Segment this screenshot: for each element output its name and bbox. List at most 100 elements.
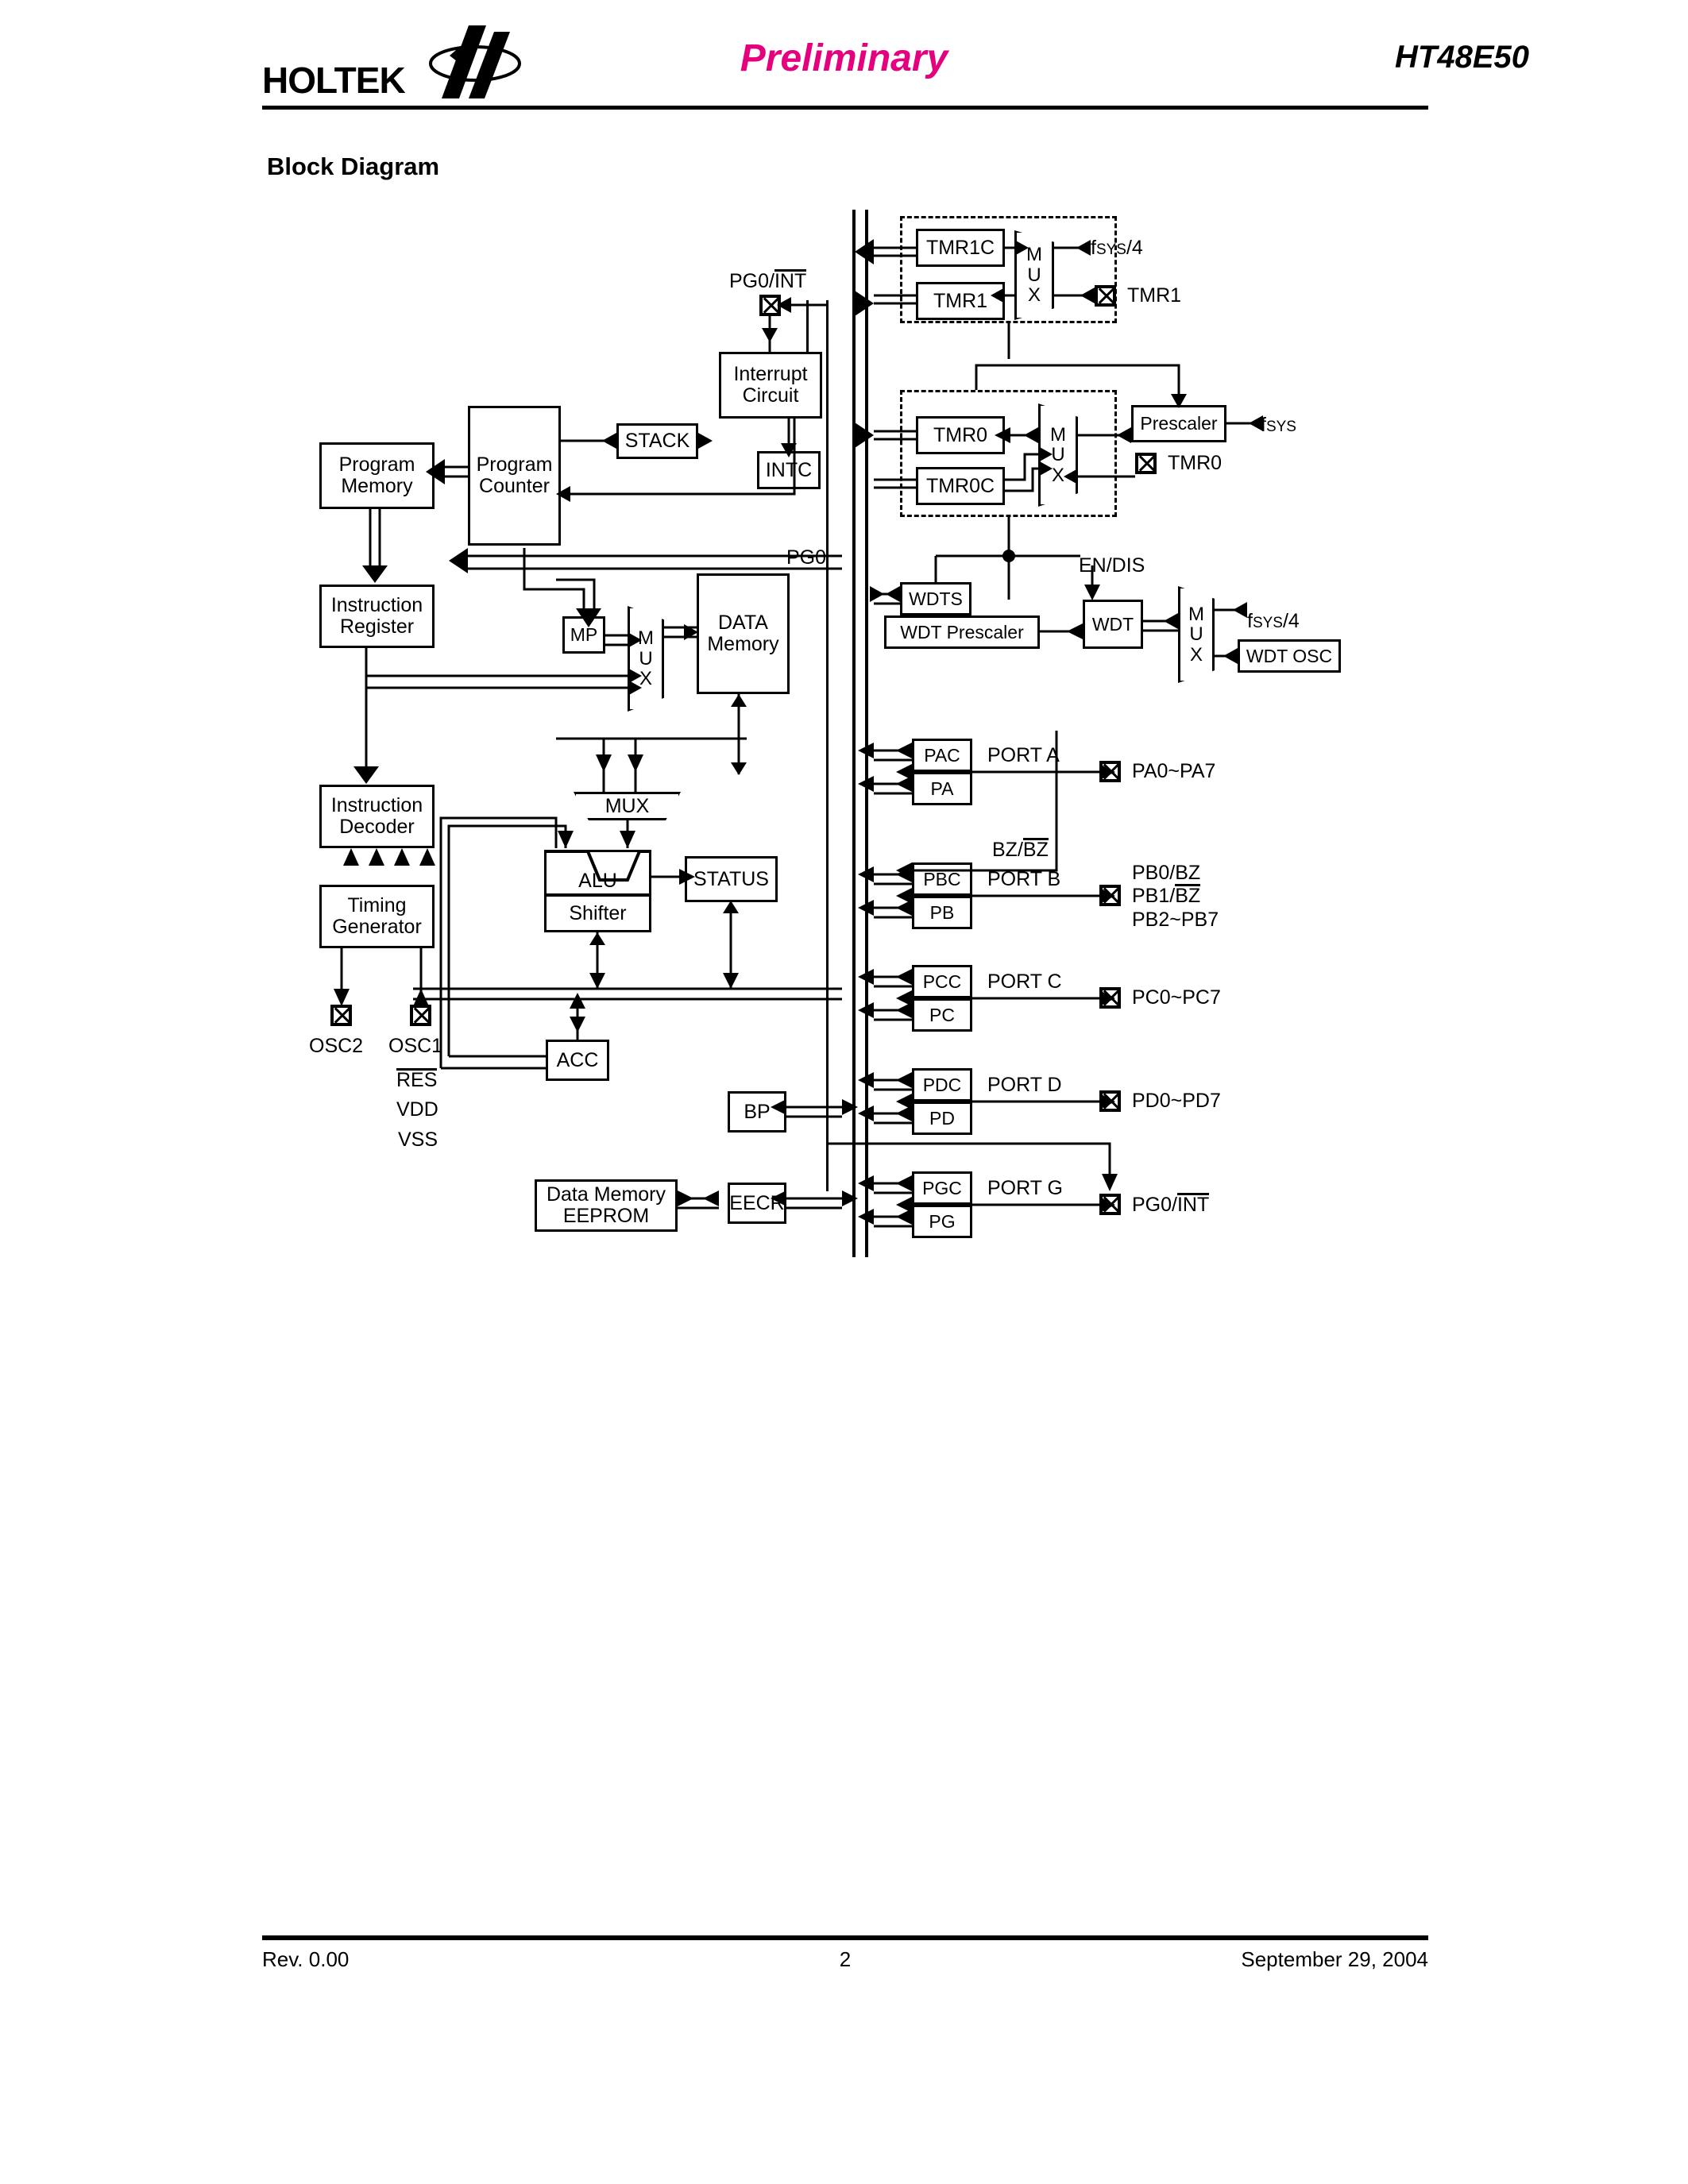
- label-pb-pin1: PB1/BZ: [1132, 884, 1201, 907]
- label-osc1: OSC1: [388, 1035, 443, 1057]
- label-vdd: VDD: [396, 1098, 438, 1121]
- page-footer: Rev. 0.00 2 September 29, 2004: [262, 1947, 1428, 1979]
- block-eecr: EECR: [728, 1183, 786, 1224]
- block-status: STATUS: [685, 856, 778, 902]
- block-pd: PD: [912, 1102, 972, 1135]
- pin-port-g: [1099, 1194, 1121, 1215]
- pin-osc2: [330, 1005, 352, 1026]
- block-acc: ACC: [546, 1040, 609, 1081]
- en-dis-junction: [1002, 550, 1015, 562]
- label-port-b: PORT B: [987, 868, 1061, 890]
- label-port-c: PORT C: [987, 970, 1062, 993]
- block-tmr1: TMR1: [916, 282, 1005, 320]
- label-pa-pins: PA0~PA7: [1132, 760, 1216, 782]
- holtek-lightning-logo-icon: [429, 25, 521, 98]
- block-wdt-osc: WDT OSC: [1238, 639, 1341, 673]
- header-divider: [262, 106, 1428, 110]
- footer-divider: [262, 1935, 1428, 1940]
- label-port-a: PORT A: [987, 744, 1060, 766]
- block-bp: BP: [728, 1091, 786, 1133]
- pin-tmr0: [1135, 453, 1157, 474]
- block-prescaler: Prescaler: [1131, 405, 1226, 442]
- block-wdts: WDTS: [900, 582, 971, 615]
- block-shifter: Shifter: [544, 894, 651, 932]
- label-fsys-div4-tmr1: fSYS/4: [1091, 237, 1143, 259]
- block-tmr0c: TMR0C: [916, 467, 1005, 505]
- mux-alu: MUX: [574, 792, 681, 820]
- pin-pg0-int-top: [759, 295, 781, 316]
- label-fsys-div4-wdt: fSYS/4: [1247, 610, 1300, 632]
- block-wdt-prescaler: WDT Prescaler: [884, 615, 1040, 649]
- label-pg0-bus: PG0: [786, 546, 827, 569]
- label-pc-pins: PC0~PC7: [1132, 986, 1221, 1009]
- page-number: 2: [839, 1947, 852, 1971]
- pg0-bus-line: [826, 300, 829, 1191]
- holtek-logo: HOLTEK: [262, 25, 524, 101]
- logo-wordmark: HOLTEK: [262, 60, 406, 101]
- block-stack: STACK: [616, 423, 698, 459]
- port-tap-bus: [806, 300, 809, 357]
- block-pb: PB: [912, 896, 972, 929]
- block-pgc: PGC: [912, 1171, 972, 1205]
- label-osc2: OSC2: [309, 1035, 364, 1057]
- label-pb-pins2: PB2~PB7: [1132, 909, 1219, 931]
- label-port-d: PORT D: [987, 1074, 1062, 1096]
- label-pd-pins: PD0~PD7: [1132, 1090, 1221, 1112]
- label-vss: VSS: [398, 1129, 438, 1151]
- document-status: Preliminary: [740, 37, 948, 79]
- label-tmr0-pin: TMR0: [1168, 452, 1223, 474]
- pin-tmr1: [1095, 285, 1116, 307]
- block-wdt: WDT: [1083, 600, 1143, 649]
- main-bus-left: [852, 210, 856, 1257]
- block-alu: ALU: [544, 850, 651, 896]
- block-mp: MP: [562, 616, 605, 654]
- page-header: HOLTEK Preliminary HT48E50: [0, 0, 1688, 119]
- label-pg0-int-top: PG0/INT: [729, 269, 807, 292]
- label-pb-pin0: PB0/BZ: [1132, 862, 1201, 884]
- block-pa: PA: [912, 772, 972, 805]
- block-pcc: PCC: [912, 965, 972, 998]
- label-bz: BZ/BZ: [992, 838, 1049, 861]
- label-pg-pins: PG0/INT: [1132, 1193, 1210, 1216]
- mux-alu-label: MUX: [605, 794, 650, 817]
- label-en-dis: EN/DIS: [1079, 554, 1145, 577]
- label-fsys-prescaler: fSYS: [1261, 414, 1296, 436]
- block-pac: PAC: [912, 739, 972, 772]
- tmr1-group-boundary: [900, 216, 1117, 323]
- pin-osc1: [410, 1005, 431, 1026]
- pin-port-d: [1099, 1090, 1121, 1112]
- block-pbc: PBC: [912, 862, 972, 896]
- label-res: RES: [396, 1068, 438, 1091]
- revision-label: Rev. 0.00: [262, 1947, 350, 1971]
- block-tmr0: TMR0: [916, 416, 1005, 454]
- page-title: Block Diagram: [267, 152, 440, 180]
- pin-port-c: [1099, 987, 1121, 1009]
- block-pdc: PDC: [912, 1068, 972, 1102]
- document-date: September 29, 2004: [1241, 1947, 1428, 1971]
- block-tmr1c: TMR1C: [916, 229, 1005, 267]
- main-bus-right: [865, 210, 868, 1257]
- label-tmr1-pin: TMR1: [1127, 284, 1182, 307]
- block-pc: PC: [912, 998, 972, 1032]
- label-port-g: PORT G: [987, 1177, 1063, 1199]
- pin-port-a: [1099, 761, 1121, 782]
- part-number: HT48E50: [1395, 40, 1529, 75]
